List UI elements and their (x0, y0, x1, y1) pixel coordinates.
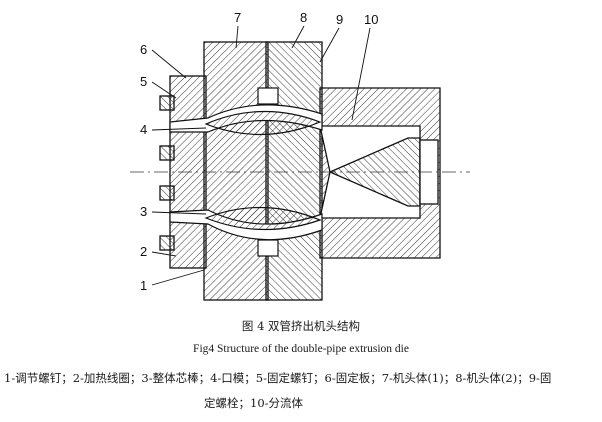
callout-leaders (151, 25, 371, 286)
callout-2: 2 (140, 244, 147, 259)
callout-10: 10 (364, 12, 378, 27)
callout-4: 4 (140, 122, 147, 137)
die-body-2 (265, 41, 323, 301)
callout-3: 3 (140, 204, 147, 219)
parts-legend-line-1: 1-调节螺钉；2-加热线圈；3-整体芯棒；4-口模；5-固定螺钉；6-固定板；7… (4, 371, 552, 385)
callout-5: 5 (140, 74, 147, 89)
callout-6: 6 (140, 42, 147, 57)
callout-9: 9 (336, 12, 343, 27)
callout-1: 1 (140, 278, 147, 293)
callout-numbers: 1 2 3 4 5 6 7 8 9 10 (140, 10, 378, 293)
caption-english: Fig4 Structure of the double-pipe extrus… (193, 343, 409, 355)
mandrels (204, 110, 322, 231)
caption-chinese: 图 4 双管挤出机头结构 (241, 319, 361, 333)
die-body-1 (203, 41, 269, 301)
callout-8: 8 (300, 10, 307, 25)
callout-7: 7 (234, 10, 241, 25)
parts-legend-line-2: 定螺栓；10-分流体 (204, 396, 304, 410)
die-body (159, 41, 441, 301)
extrusion-die-drawing: 1 2 3 4 5 6 7 8 9 10 (130, 10, 470, 301)
